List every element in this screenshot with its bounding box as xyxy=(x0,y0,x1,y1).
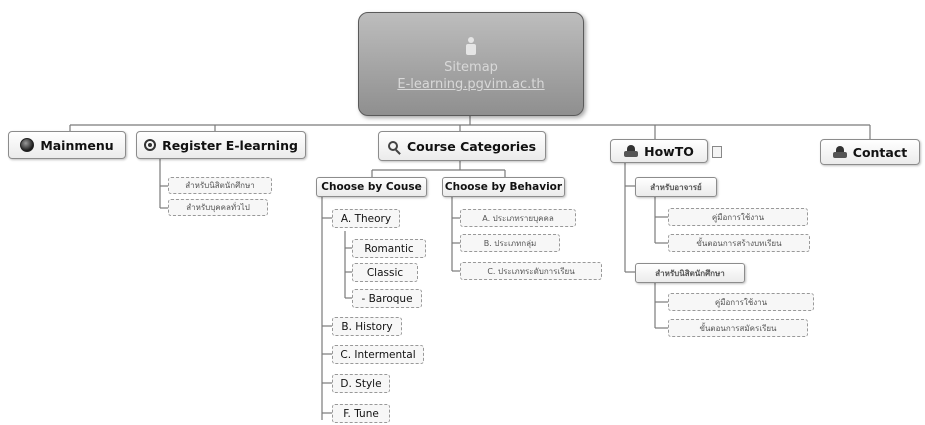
branch-mainmenu-label: Mainmenu xyxy=(40,137,114,153)
course-item-theory[interactable]: A. Theory xyxy=(332,209,400,228)
howto-group-label: สำหรับนิสิตนักศึกษา xyxy=(655,268,725,278)
course-item-label: F. Tune xyxy=(343,407,379,420)
behavior-item-label: C. ประเภทระดับการเรียน xyxy=(487,266,575,276)
course-item-label: D. Style xyxy=(340,377,382,390)
branch-howto[interactable]: HowTO xyxy=(610,139,708,163)
branch-course-categories[interactable]: Course Categories xyxy=(378,131,546,161)
howto-teacher-item[interactable]: คู่มือการใช้งาน xyxy=(668,208,808,226)
howto-item-label: ขั้นตอนการสมัครเรียน xyxy=(699,323,777,333)
root-title: Sitemap xyxy=(444,60,498,75)
robot-icon xyxy=(624,145,639,157)
howto-group-label: สำหรับอาจารย์ xyxy=(650,182,702,192)
course-item-style[interactable]: D. Style xyxy=(332,374,390,393)
register-item-label: สำหรับบุคคลทั่วไป xyxy=(186,203,250,212)
course-item-label: C. Intermental xyxy=(340,348,416,361)
howto-group-student[interactable]: สำหรับนิสิตนักศึกษา xyxy=(635,263,745,283)
branch-register-label: Register E-learning xyxy=(162,137,298,153)
howto-teacher-item[interactable]: ขั้นตอนการสร้างบทเรียน xyxy=(668,234,810,252)
branch-categories-label: Course Categories xyxy=(406,138,537,154)
group-by-behavior[interactable]: Choose by Behavior xyxy=(442,177,565,197)
behavior-item[interactable]: A. ประเภทรายบุคคล xyxy=(460,209,576,227)
branch-register[interactable]: Register E-learning xyxy=(136,131,306,159)
group-by-course-label: Choose by Couse xyxy=(321,181,422,193)
behavior-item[interactable]: B. ประเภทกลุ่ม xyxy=(460,234,560,252)
howto-item-label: คู่มือการใช้งาน xyxy=(711,212,765,222)
branch-howto-label: HowTO xyxy=(644,143,694,159)
course-item-label: A. Theory xyxy=(340,212,392,225)
theory-item-classic[interactable]: Classic xyxy=(352,263,418,282)
register-item-label: สำหรับนิสิตนักศึกษา xyxy=(185,181,255,190)
branch-contact[interactable]: Contact xyxy=(820,139,920,165)
course-item-intermental[interactable]: C. Intermental xyxy=(332,345,424,364)
globe-icon xyxy=(20,138,35,152)
behavior-item-label: B. ประเภทกลุ่ม xyxy=(483,238,537,248)
register-icon xyxy=(144,139,157,151)
root-subtitle: E-learning.pgvim.ac.th xyxy=(397,77,545,92)
howto-item-label: คู่มือการใช้งาน xyxy=(714,297,768,307)
howto-student-item[interactable]: ขั้นตอนการสมัครเรียน xyxy=(668,319,808,337)
robot-icon xyxy=(832,146,847,158)
search-icon xyxy=(387,141,398,151)
theory-item-romantic[interactable]: Romantic xyxy=(352,239,426,258)
theory-item-label: Romantic xyxy=(364,242,414,255)
course-item-label: B. History xyxy=(341,320,393,333)
branch-mainmenu[interactable]: Mainmenu xyxy=(8,131,126,159)
howto-student-item[interactable]: คู่มือการใช้งาน xyxy=(668,293,814,311)
course-item-history[interactable]: B. History xyxy=(332,317,402,336)
register-item[interactable]: สำหรับนิสิตนักศึกษา xyxy=(168,177,272,194)
group-by-course[interactable]: Choose by Couse xyxy=(316,177,427,197)
behavior-item[interactable]: C. ประเภทระดับการเรียน xyxy=(460,262,602,280)
howto-item-label: ขั้นตอนการสร้างบทเรียน xyxy=(696,238,782,248)
theory-item-label: - Baroque xyxy=(361,292,413,305)
robot-icon xyxy=(464,36,478,56)
behavior-item-label: A. ประเภทรายบุคคล xyxy=(482,213,554,223)
group-by-behavior-label: Choose by Behavior xyxy=(444,181,563,193)
note-icon xyxy=(712,146,722,158)
course-item-tune[interactable]: F. Tune xyxy=(332,404,390,423)
theory-item-baroque[interactable]: - Baroque xyxy=(352,289,422,308)
howto-group-teacher[interactable]: สำหรับอาจารย์ xyxy=(635,177,717,197)
register-item[interactable]: สำหรับบุคคลทั่วไป xyxy=(168,199,268,216)
branch-contact-label: Contact xyxy=(852,144,908,160)
root-node[interactable]: Sitemap E-learning.pgvim.ac.th xyxy=(358,12,584,116)
theory-item-label: Classic xyxy=(366,266,404,279)
